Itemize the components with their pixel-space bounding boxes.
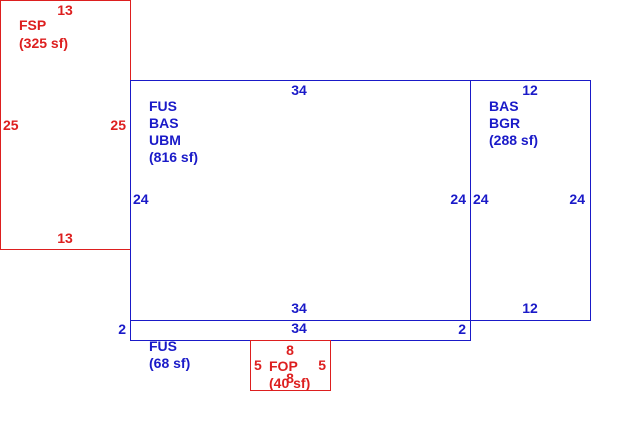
fsp-right-dimension: 25 bbox=[110, 117, 126, 133]
fsp-left-dimension: 25 bbox=[3, 117, 19, 133]
fop-area-label: (40 sf) bbox=[269, 375, 310, 391]
main-top-dimension: 34 bbox=[291, 82, 307, 98]
fsp-area-label: (325 sf) bbox=[19, 35, 68, 51]
garage-code-label-2: BGR bbox=[489, 115, 520, 131]
fsp-top-dimension: 13 bbox=[57, 2, 73, 18]
strip-code-label: FUS bbox=[149, 338, 177, 354]
fsp-bottom-dimension: 13 bbox=[57, 230, 73, 246]
fop-top-dimension: 8 bbox=[286, 342, 294, 358]
main-outline bbox=[130, 80, 471, 321]
fop-left-dimension: 5 bbox=[254, 357, 262, 373]
main-left-dimension: 24 bbox=[133, 191, 149, 207]
fsp-code-label: FSP bbox=[19, 17, 46, 33]
garage-bottom-dimension: 12 bbox=[522, 300, 538, 316]
strip-area: 34 2 2 FUS (68 sf) bbox=[118, 320, 471, 371]
garage-area-label: (288 sf) bbox=[489, 132, 538, 148]
fop-area: 8 8 5 5 FOP (40 sf) bbox=[250, 340, 331, 391]
garage-left-dimension: 24 bbox=[473, 191, 489, 207]
fop-code-label: FOP bbox=[269, 358, 298, 374]
fop-bottom-dimension: 8 bbox=[286, 370, 294, 386]
garage-code-label-1: BAS bbox=[489, 98, 519, 114]
main-bottom-dimension: 34 bbox=[291, 300, 307, 316]
garage-right-dimension: 24 bbox=[569, 191, 585, 207]
strip-area-label: (68 sf) bbox=[149, 355, 190, 371]
main-code-label-2: BAS bbox=[149, 115, 179, 131]
main-area: FUS BAS UBM (816 sf) 34 34 24 24 bbox=[130, 80, 471, 321]
main-code-label-1: FUS bbox=[149, 98, 177, 114]
garage-outline bbox=[470, 80, 591, 321]
fop-right-dimension: 5 bbox=[318, 357, 326, 373]
strip-left-dimension: 2 bbox=[118, 321, 126, 337]
strip-top-dimension: 34 bbox=[291, 320, 307, 336]
main-area-label: (816 sf) bbox=[149, 149, 198, 165]
main-right-dimension: 24 bbox=[450, 191, 466, 207]
garage-top-dimension: 12 bbox=[522, 82, 538, 98]
main-code-label-3: UBM bbox=[149, 132, 181, 148]
fop-outline bbox=[250, 340, 331, 391]
fsp-area: FSP (325 sf) 13 13 25 25 bbox=[0, 0, 131, 250]
garage-area: BAS BGR (288 sf) 12 12 24 24 bbox=[470, 80, 591, 321]
strip-right-dimension: 2 bbox=[458, 321, 466, 337]
